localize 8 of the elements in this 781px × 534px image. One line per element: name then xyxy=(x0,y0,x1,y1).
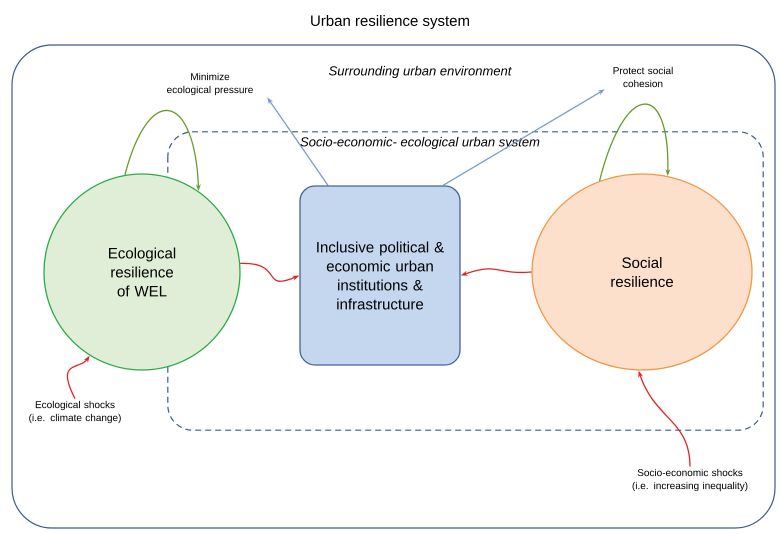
institution-box: Inclusive political & economic urban institutions & infrastructure xyxy=(299,185,461,366)
heading: Urban resilience system xyxy=(311,15,469,29)
area-label: Surrounding urban environment xyxy=(328,66,512,78)
shock-text: Ecological shocks (i.e. climate change) xyxy=(29,400,121,424)
arrow xyxy=(598,104,670,182)
goal-text: Protect social cohesion xyxy=(614,66,673,88)
goal-text: Minimize ecological pressure xyxy=(167,72,253,96)
shock-text: Socio-economic shocks (i.e. increasing inequality) xyxy=(632,468,748,492)
